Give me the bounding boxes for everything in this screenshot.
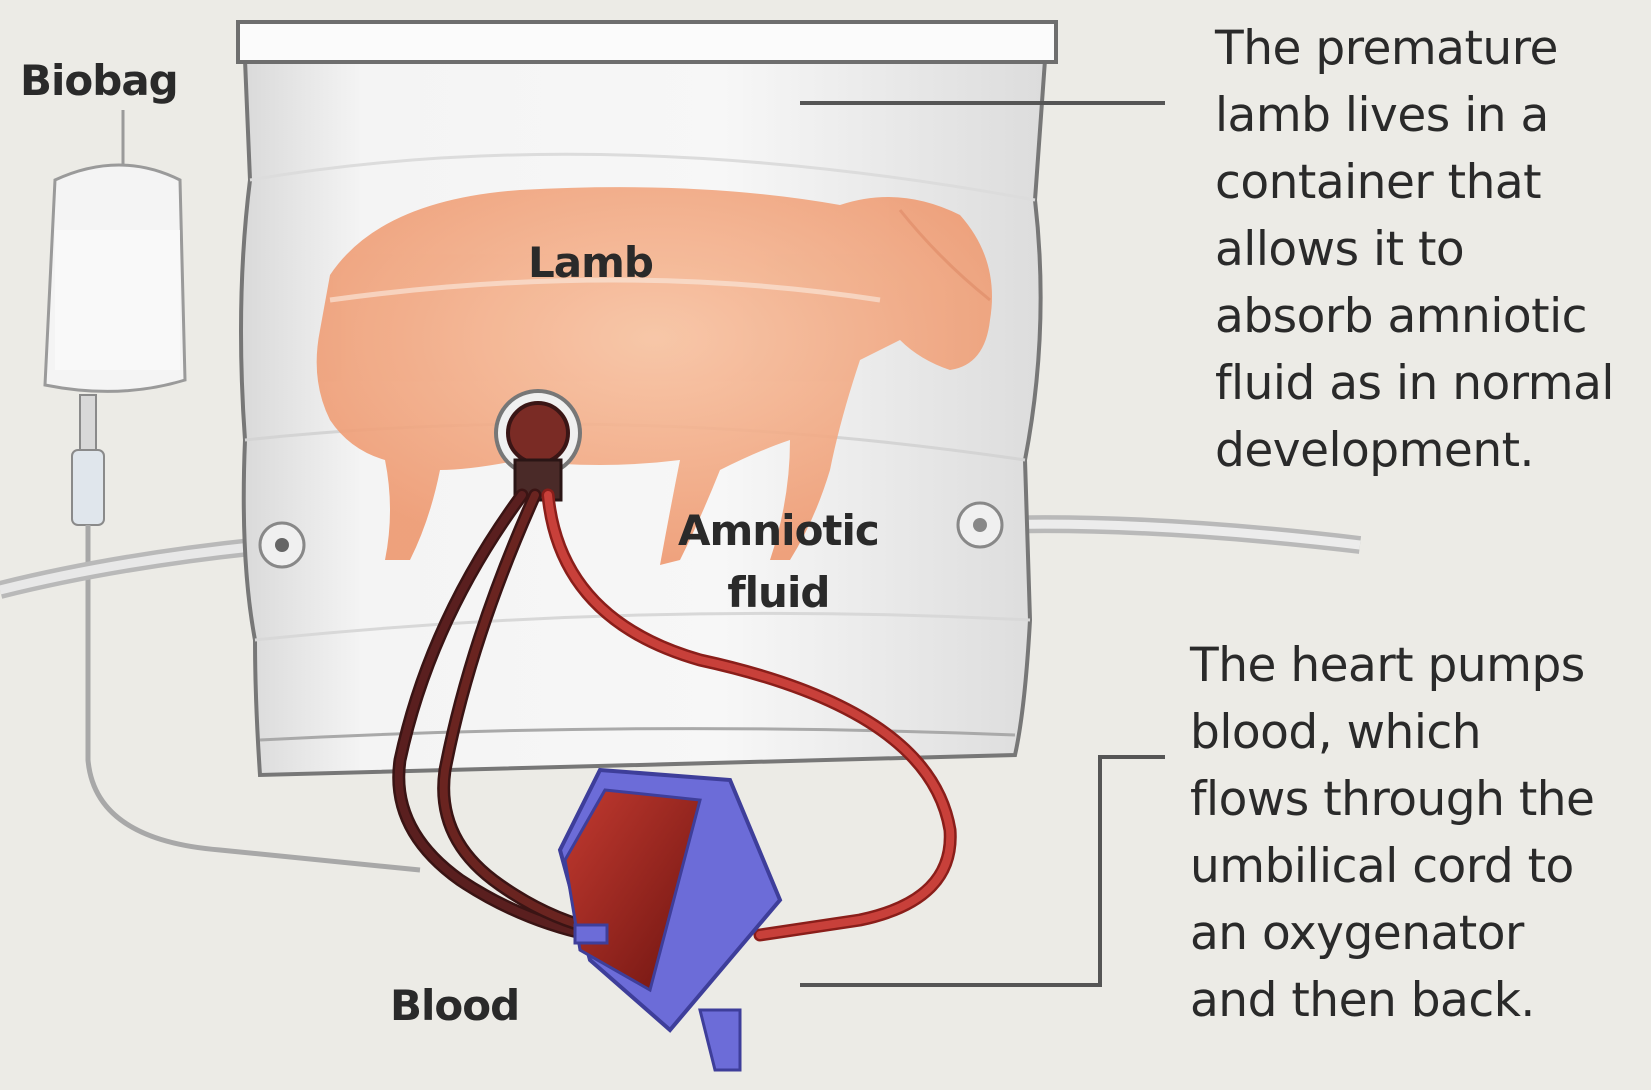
caption-container-line: container that [1215, 149, 1614, 216]
caption-heart-line: The heart pumps [1190, 632, 1594, 699]
caption-container-line: development. [1215, 417, 1614, 484]
oxygenator [560, 770, 780, 1070]
caption-heart-line: flows through the [1190, 766, 1594, 833]
caption-container-line: absorb amniotic [1215, 283, 1614, 350]
caption-heart-line: and then back. [1190, 967, 1594, 1034]
label-amniotic-line2: fluid [678, 562, 879, 624]
caption-container-line: The premature [1215, 15, 1614, 82]
label-lamb: Lamb [528, 240, 653, 286]
label-amniotic: Amniotic fluid [678, 500, 879, 624]
caption-heart-line: an oxygenator [1190, 900, 1594, 967]
caption-heart-line: blood, which [1190, 699, 1594, 766]
label-amniotic-line1: Amniotic [678, 500, 879, 562]
label-blood: Blood [390, 983, 519, 1029]
caption-container-line: fluid as in normal [1215, 350, 1614, 417]
side-tube-left [0, 545, 270, 590]
caption-container: The premature lamb lives in a container … [1215, 15, 1614, 484]
caption-heart: The heart pumps blood, which flows throu… [1190, 632, 1594, 1034]
caption-heart-line: umbilical cord to [1190, 833, 1594, 900]
caption-container-line: allows it to [1215, 216, 1614, 283]
caption-container-line: lamb lives in a [1215, 82, 1614, 149]
label-biobag: Biobag [20, 58, 178, 104]
side-tube-right [990, 524, 1360, 545]
